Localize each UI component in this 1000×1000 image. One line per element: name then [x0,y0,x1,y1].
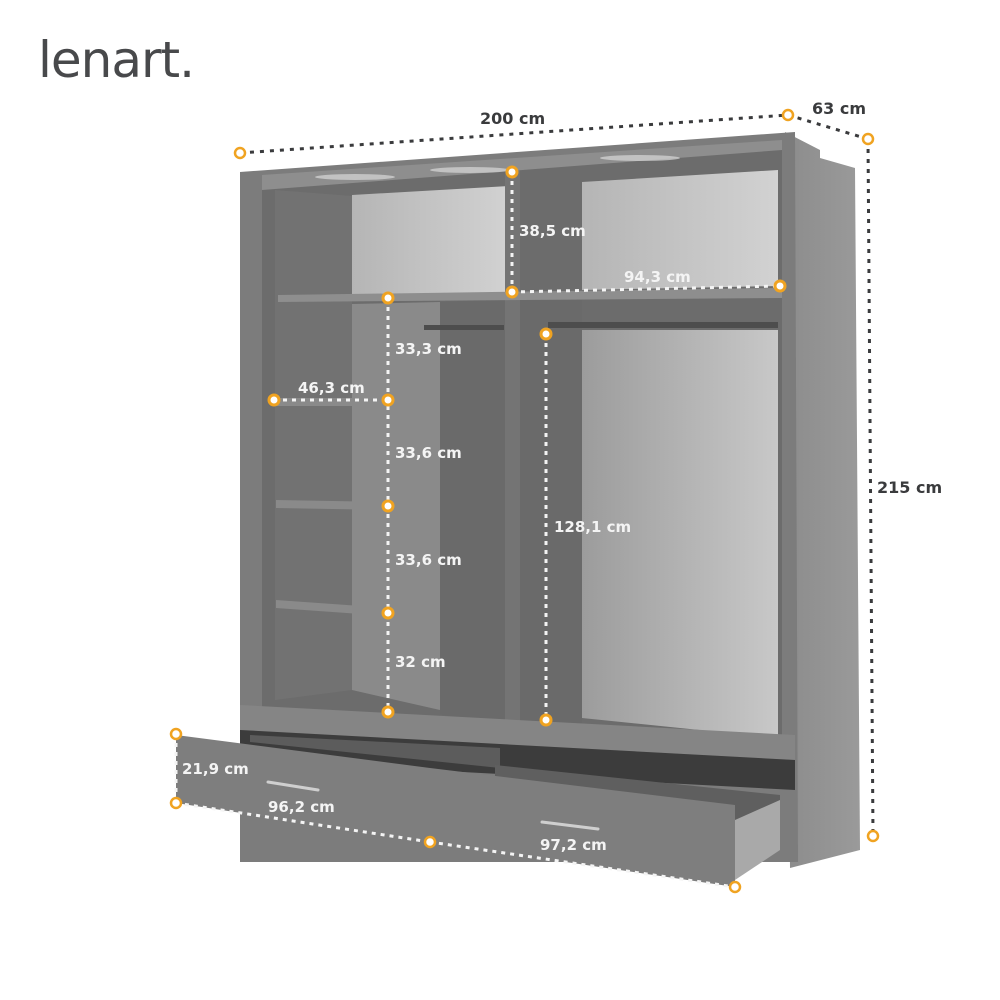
middle-divider [505,170,520,732]
label-hanging-height: 128,1 cm [554,518,632,536]
drawer-right-handle [540,820,600,831]
label-overall-depth: 63 cm [812,99,866,118]
label-shelf-gap-4: 32 cm [395,653,446,671]
label-drawer-left-width: 96,2 cm [268,798,335,816]
shelf-top [278,288,782,302]
label-left-shelf-width: 46,3 cm [298,379,365,397]
hanging-rail-right [548,322,778,328]
drawer-left-handle [266,780,320,792]
drawer-left-inside [250,735,500,768]
hanging-rail-left [424,325,504,330]
label-top-compartment-height: 38,5 cm [519,222,586,240]
label-drawer-right-width: 97,2 cm [540,836,607,854]
bottom-shelf [240,705,795,760]
label-shelf-gap-3: 33,6 cm [395,551,462,569]
brand-logo: lenart. [38,31,195,89]
label-shelf-gap-1: 33,3 cm [395,340,462,358]
shelf-left-2 [276,500,390,510]
label-overall-width: 200 cm [480,109,546,128]
shelf-left-3 [276,600,390,616]
label-shelf-gap-2: 33,6 cm [395,444,462,462]
label-drawer-height: 21,9 cm [182,760,249,778]
dimension-markers [169,108,880,894]
side-panel [785,132,860,868]
label-overall-height: 215 cm [877,478,943,497]
label-right-shelf-width: 94,3 cm [624,268,691,286]
